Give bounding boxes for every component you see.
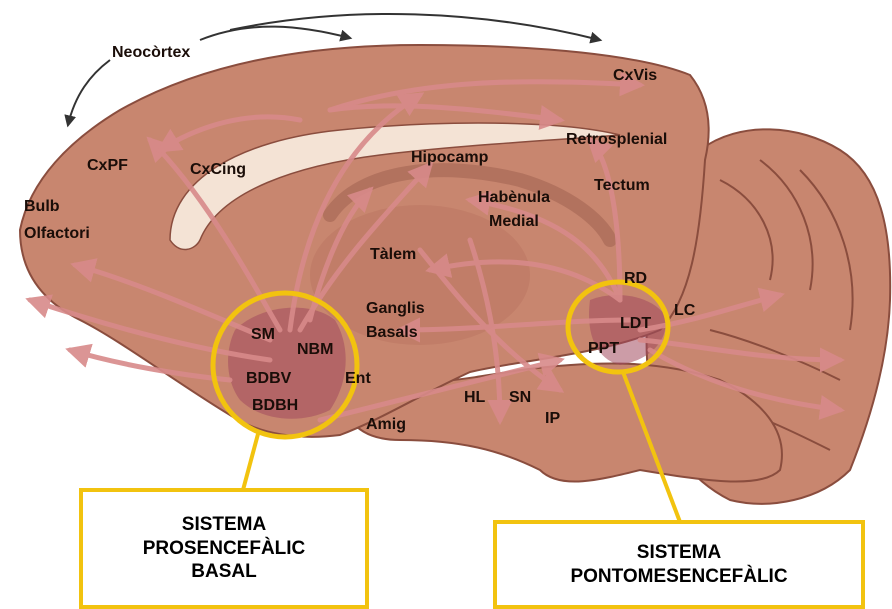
label-talem: Tàlem — [370, 246, 416, 264]
box-basal-line-2: PROSENCEFÀLIC — [143, 537, 306, 561]
label-amig: Amig — [366, 416, 406, 434]
label-sm: SM — [251, 326, 275, 344]
label-habenula: Habènula — [478, 189, 550, 207]
label-medial: Medial — [489, 213, 539, 231]
label-cxvis: CxVis — [613, 67, 657, 85]
label-hipocamp: Hipocamp — [411, 149, 488, 167]
label-ent: Ent — [345, 370, 371, 388]
box-basal-line-1: SISTEMA — [182, 513, 266, 537]
label-ip: IP — [545, 410, 560, 428]
label-neocortex: Neocòrtex — [112, 44, 190, 62]
label-hl: HL — [464, 389, 485, 407]
label-cxcing: CxCing — [190, 161, 246, 179]
label-lc: LC — [674, 302, 695, 320]
label-bdbv: BDBV — [246, 370, 291, 388]
label-retrosplenial: Retrosplenial — [566, 131, 667, 149]
box-ponto-line-1: SISTEMA — [637, 541, 721, 565]
box-ponto-system: SISTEMA PONTOMESENCEFÀLIC — [493, 520, 865, 609]
label-bdbh: BDBH — [252, 397, 298, 415]
box-basal-system: SISTEMA PROSENCEFÀLIC BASAL — [79, 488, 369, 609]
box-basal-line-3: BASAL — [191, 560, 256, 584]
label-olfactori: Olfactori — [24, 225, 90, 243]
basal-connector — [243, 434, 258, 490]
box-ponto-line-2: PONTOMESENCEFÀLIC — [570, 565, 787, 589]
label-ganglis: Ganglis — [366, 300, 425, 318]
label-basals: Basals — [366, 324, 418, 342]
label-tectum: Tectum — [594, 177, 650, 195]
label-rd: RD — [624, 270, 647, 288]
label-cxpf: CxPF — [87, 157, 128, 175]
label-bulb: Bulb — [24, 198, 60, 216]
label-sn: SN — [509, 389, 531, 407]
label-ppt: PPT — [588, 340, 619, 358]
label-nbm: NBM — [297, 341, 333, 359]
label-ldt: LDT — [620, 315, 651, 333]
